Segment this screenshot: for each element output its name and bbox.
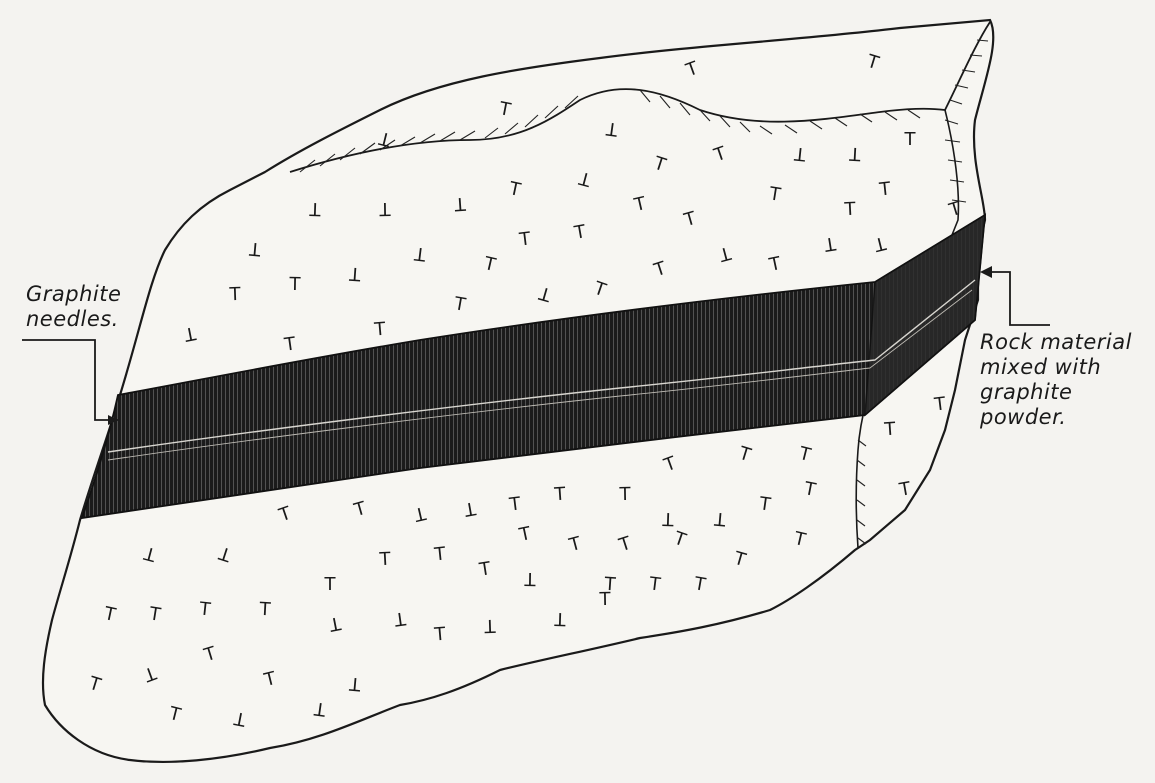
leader-left	[22, 340, 118, 420]
rock-mark: T	[258, 599, 272, 621]
label-right-line-3: graphite	[980, 380, 1132, 405]
rock-mark: T	[523, 568, 536, 589]
rock-mark: T	[904, 129, 917, 150]
label-graphite-needles: Graphite needles.	[26, 282, 121, 332]
leader-right-arrow	[980, 266, 992, 278]
label-rock-material: Rock material mixed with graphite powder…	[980, 330, 1132, 430]
label-right-line-4: powder.	[980, 405, 1132, 430]
rock-mark: T	[848, 143, 862, 165]
leader-right	[985, 272, 1050, 325]
rock-mark: T	[598, 589, 611, 610]
rock-mark: T	[378, 198, 391, 219]
rock-mark: T	[618, 484, 631, 505]
rock-mark: T	[378, 549, 392, 571]
label-right-line-2: mixed with	[980, 355, 1132, 380]
rock-mark: T	[228, 284, 242, 305]
rock-mark: T	[843, 199, 857, 221]
label-left-line-2: needles.	[26, 307, 121, 332]
rock-mark: T	[483, 615, 497, 636]
rock-mark: T	[661, 508, 675, 529]
label-left-line-1: Graphite	[26, 282, 121, 307]
rock-mark: T	[324, 574, 337, 595]
label-right-line-1: Rock material	[980, 330, 1132, 355]
rock-mark: T	[308, 198, 322, 219]
rock-mark: T	[288, 274, 301, 295]
rock-mark: T	[553, 608, 567, 629]
